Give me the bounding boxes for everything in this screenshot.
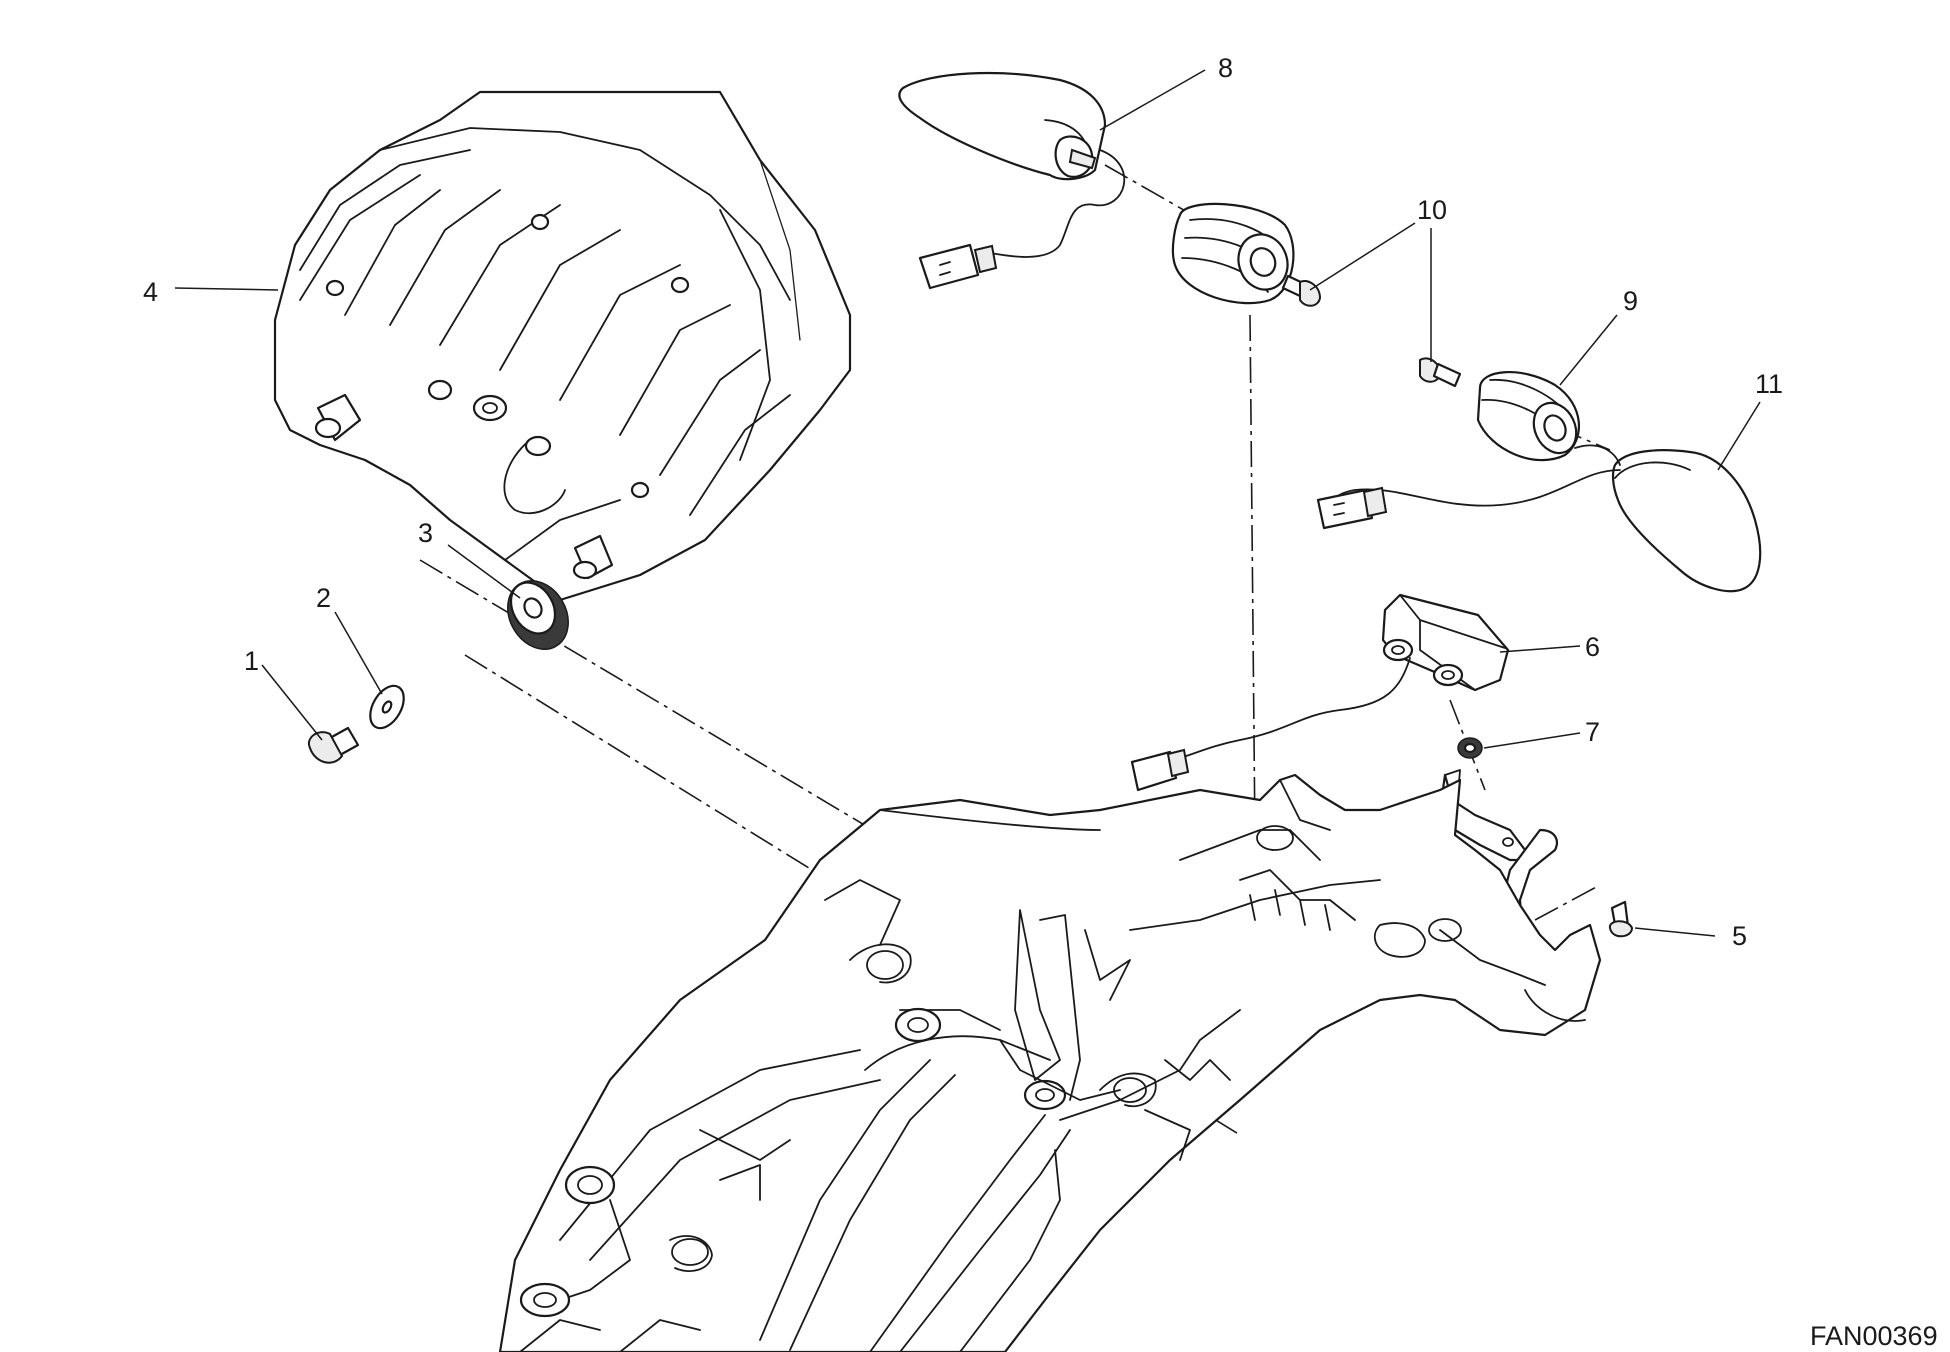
small-nut	[1457, 737, 1483, 759]
right-turn-indicator	[1316, 444, 1762, 593]
leader-lines	[174, 69, 1761, 937]
self-tapping-screw	[1608, 900, 1634, 938]
grommet	[507, 580, 569, 650]
callout-10-upper: 10	[1417, 195, 1447, 225]
left-turn-indicator	[898, 71, 1126, 290]
callout-9: 9	[1623, 286, 1638, 316]
right-indicator-rubber-bush	[1476, 371, 1580, 462]
left-indicator-rubber-bush	[1171, 202, 1295, 305]
callout-2: 2	[316, 583, 331, 613]
callout-7: 7	[1585, 717, 1600, 747]
callout-8: 8	[1218, 53, 1233, 83]
rear-undertray	[498, 773, 1602, 1352]
tail-light-housing	[273, 90, 852, 602]
washer	[369, 684, 405, 730]
indicator-screw-right	[1419, 357, 1462, 388]
callout-5: 5	[1732, 921, 1747, 951]
licence-plate-light	[1130, 593, 1510, 792]
drawing-code: FAN00369	[1810, 1321, 1938, 1351]
screw	[307, 726, 360, 764]
callout-1: 1	[244, 646, 259, 676]
callout-6: 6	[1585, 632, 1600, 662]
callout-numbers: 1 2 3 4 5 6 7 8 9 10 10 11	[143, 53, 1783, 951]
callout-3: 3	[418, 518, 433, 548]
indicator-screw-left	[1281, 274, 1322, 307]
callout-11: 11	[1755, 369, 1783, 399]
callout-4: 4	[143, 277, 158, 307]
